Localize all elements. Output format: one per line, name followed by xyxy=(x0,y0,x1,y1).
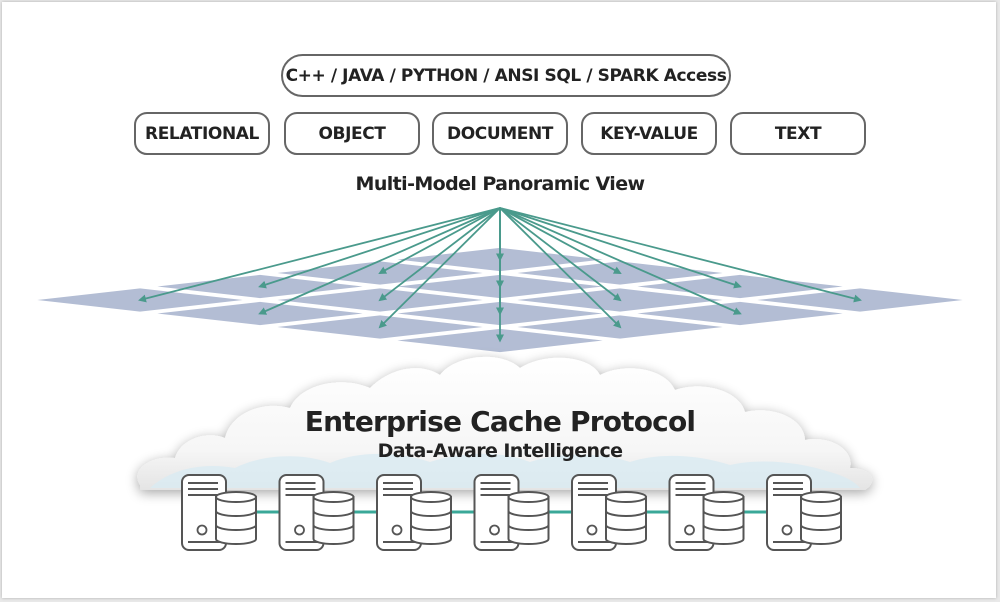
database-top xyxy=(605,491,647,503)
model-label: OBJECT xyxy=(318,123,386,144)
language-access-box: C++ / JAVA / PYTHON / ANSI SQL / SPARK A… xyxy=(281,54,731,97)
database-top xyxy=(507,491,550,503)
view-arrow xyxy=(499,207,622,302)
model-label: DOCUMENT xyxy=(447,123,553,144)
server-power xyxy=(391,524,403,536)
cache-protocol-title: Enterprise Cache Protocol xyxy=(304,405,696,438)
server-power xyxy=(294,524,305,536)
database-top xyxy=(410,491,452,503)
server-power xyxy=(489,524,500,536)
server-power xyxy=(781,524,793,536)
panoramic-view-title: Multi-Model Panoramic View xyxy=(355,173,646,195)
model-box-document: DOCUMENT xyxy=(432,112,568,155)
server-database-icon xyxy=(668,474,745,551)
view-arrow xyxy=(378,207,501,329)
view-arrow xyxy=(499,207,622,274)
model-label: KEY-VALUE xyxy=(600,123,698,144)
server-database-icon xyxy=(473,474,550,551)
database-top xyxy=(800,491,842,503)
view-arrow xyxy=(499,207,742,315)
cache-protocol-subtitle: Data-Aware Intelligence xyxy=(377,440,623,462)
server-database-icon xyxy=(766,474,842,551)
model-box-text: TEXT xyxy=(730,112,866,155)
view-arrow xyxy=(499,207,862,303)
language-access-label: C++ / JAVA / PYTHON / ANSI SQL / SPARK A… xyxy=(285,65,727,86)
server-database-icon xyxy=(571,474,647,551)
model-label: TEXT xyxy=(774,123,822,144)
panoramic-grid xyxy=(37,247,963,353)
view-arrow xyxy=(258,207,501,315)
database-top xyxy=(215,491,257,503)
database-top xyxy=(702,491,745,503)
server-power xyxy=(196,524,208,536)
view-arrow xyxy=(499,207,742,289)
model-label: RELATIONAL xyxy=(145,123,259,144)
view-arrows xyxy=(138,207,862,343)
view-arrow xyxy=(378,207,501,302)
server-database-icon xyxy=(376,474,452,551)
model-box-object: OBJECT xyxy=(284,112,420,155)
server-power xyxy=(684,524,695,536)
model-box-key-value: KEY-VALUE xyxy=(581,112,717,155)
view-arrow xyxy=(378,207,501,274)
server-database-icon xyxy=(278,474,355,551)
server-database-icon xyxy=(181,474,257,551)
server-cluster xyxy=(181,474,842,551)
model-box-relational: RELATIONAL xyxy=(134,112,270,155)
view-arrow xyxy=(138,207,501,303)
view-arrow xyxy=(499,207,622,329)
server-power xyxy=(586,524,598,536)
database-top xyxy=(312,491,355,503)
view-arrow xyxy=(258,207,501,289)
